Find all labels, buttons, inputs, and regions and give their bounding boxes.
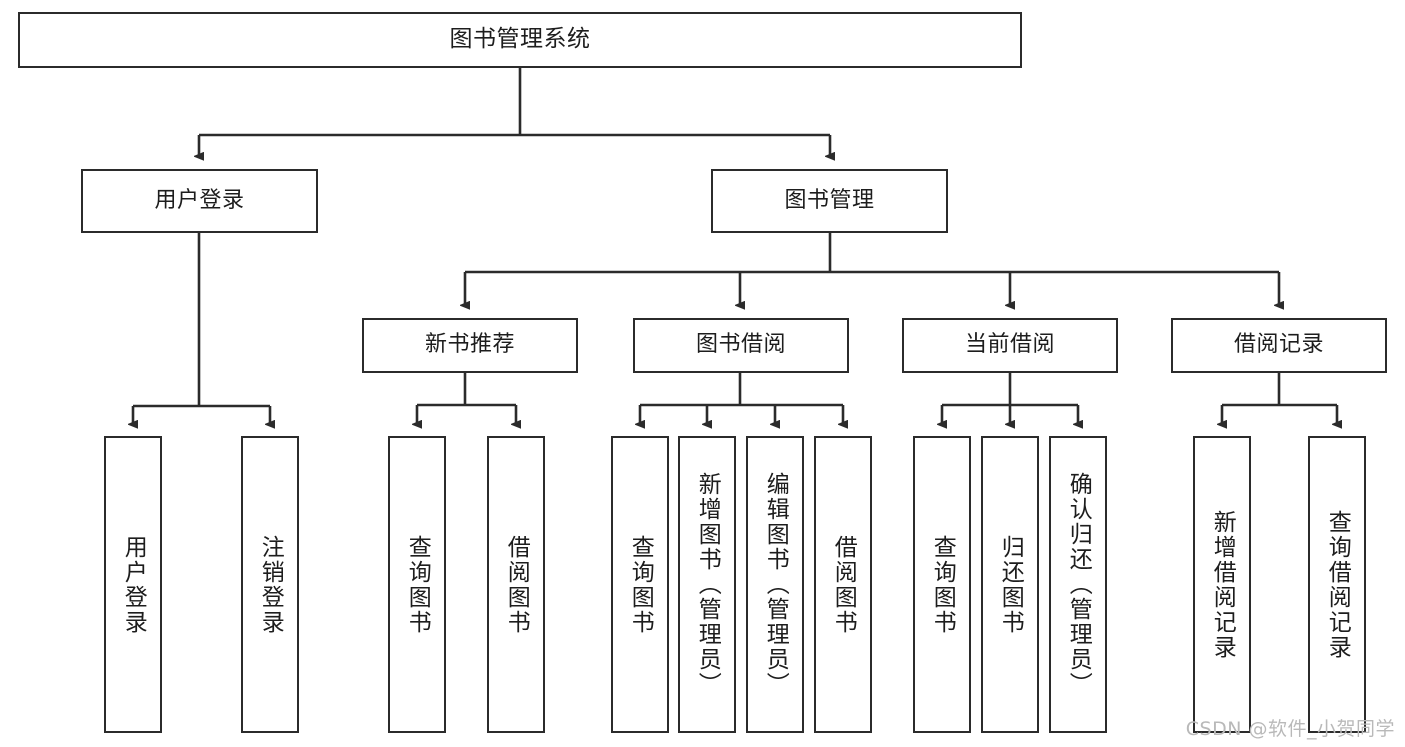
node-book-management[interactable]: 图书管理 — [711, 169, 948, 233]
leaf-current-borrow-confirm-return-admin[interactable]: 确认归还（管理员） — [1049, 436, 1107, 733]
node-user-login[interactable]: 用户登录 — [81, 169, 318, 233]
node-book-borrow[interactable]: 图书借阅 — [633, 318, 849, 373]
node-label: 查询图书 — [404, 534, 431, 635]
node-root-book-management-system[interactable]: 图书管理系统 — [18, 12, 1022, 68]
node-label: 注销登录 — [257, 534, 284, 635]
node-current-borrow[interactable]: 当前借阅 — [902, 318, 1118, 373]
leaf-current-borrow-query-book[interactable]: 查询图书 — [913, 436, 971, 733]
node-label: 图书管理 — [784, 187, 875, 213]
node-label: 新书推荐 — [424, 332, 515, 358]
node-label: 图书借阅 — [695, 332, 786, 358]
node-borrow-record[interactable]: 借阅记录 — [1171, 318, 1387, 373]
leaf-new-book-query-book[interactable]: 查询图书 — [388, 436, 446, 733]
node-label: 查询图书 — [627, 534, 654, 635]
leaf-book-borrow-edit-book-admin[interactable]: 编辑图书（管理员） — [746, 436, 804, 733]
leaf-borrow-record-query-record[interactable]: 查询借阅记录 — [1308, 436, 1366, 733]
watermark: CSDN @软件_小贺同学 — [1185, 718, 1395, 740]
node-label: 确认归还（管理员） — [1065, 472, 1092, 697]
node-label: 编辑图书（管理员） — [762, 472, 789, 697]
node-label: 当前借阅 — [964, 332, 1055, 358]
leaf-book-borrow-query-book[interactable]: 查询图书 — [611, 436, 669, 733]
node-label: 新增借阅记录 — [1209, 509, 1236, 660]
node-new-book-recommend[interactable]: 新书推荐 — [362, 318, 578, 373]
node-label: 归还图书 — [997, 534, 1024, 635]
node-label: 新增图书（管理员） — [694, 472, 721, 697]
node-label: 借阅图书 — [830, 534, 857, 635]
node-label: 用户登录 — [154, 187, 245, 213]
leaf-book-borrow-borrow-book[interactable]: 借阅图书 — [814, 436, 872, 733]
leaf-book-borrow-add-book-admin[interactable]: 新增图书（管理员） — [678, 436, 736, 733]
leaf-current-borrow-return-book[interactable]: 归还图书 — [981, 436, 1039, 733]
node-label: 用户登录 — [120, 534, 147, 635]
leaf-new-book-borrow-book[interactable]: 借阅图书 — [487, 436, 545, 733]
node-label: 借阅图书 — [503, 534, 530, 635]
leaf-user-login-logout[interactable]: 注销登录 — [241, 436, 299, 733]
node-label: 查询借阅记录 — [1324, 509, 1351, 660]
node-label: 图书管理系统 — [449, 26, 591, 53]
leaf-borrow-record-add-record[interactable]: 新增借阅记录 — [1193, 436, 1251, 733]
node-label: 查询图书 — [929, 534, 956, 635]
leaf-user-login-login[interactable]: 用户登录 — [104, 436, 162, 733]
node-label: 借阅记录 — [1233, 332, 1324, 358]
